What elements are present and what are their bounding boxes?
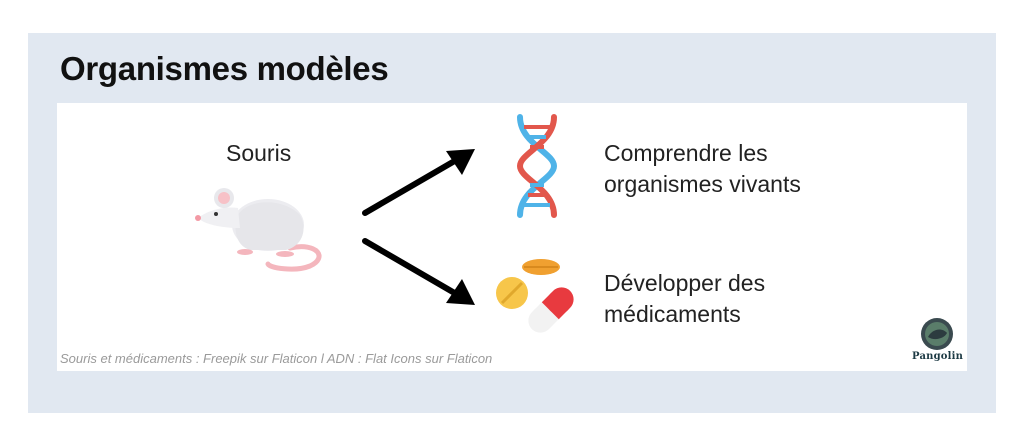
arrow-to-understand — [362, 149, 475, 216]
outcome-line: Développer des — [604, 270, 766, 296]
image-credits: Souris et médicaments : Freepik sur Flat… — [60, 351, 493, 366]
outcome-develop-text: Développer des médicaments — [604, 268, 765, 330]
diagram-card — [57, 103, 967, 371]
outcome-line: organismes vivants — [604, 171, 801, 197]
outcome-line: médicaments — [604, 301, 741, 327]
outcome-line: Comprendre les — [604, 140, 768, 166]
pangolin-logo-icon — [921, 318, 953, 350]
logo-text: Pangolin — [912, 351, 964, 362]
page-title: Organismes modèles — [60, 50, 389, 87]
arrow-to-develop — [362, 238, 475, 305]
mouse-icon — [195, 188, 322, 272]
dna-icon — [516, 114, 558, 218]
outcome-understand-text: Comprendre les organismes vivants — [604, 138, 801, 200]
pills-icon — [496, 259, 574, 333]
source-label: Souris — [226, 140, 292, 166]
